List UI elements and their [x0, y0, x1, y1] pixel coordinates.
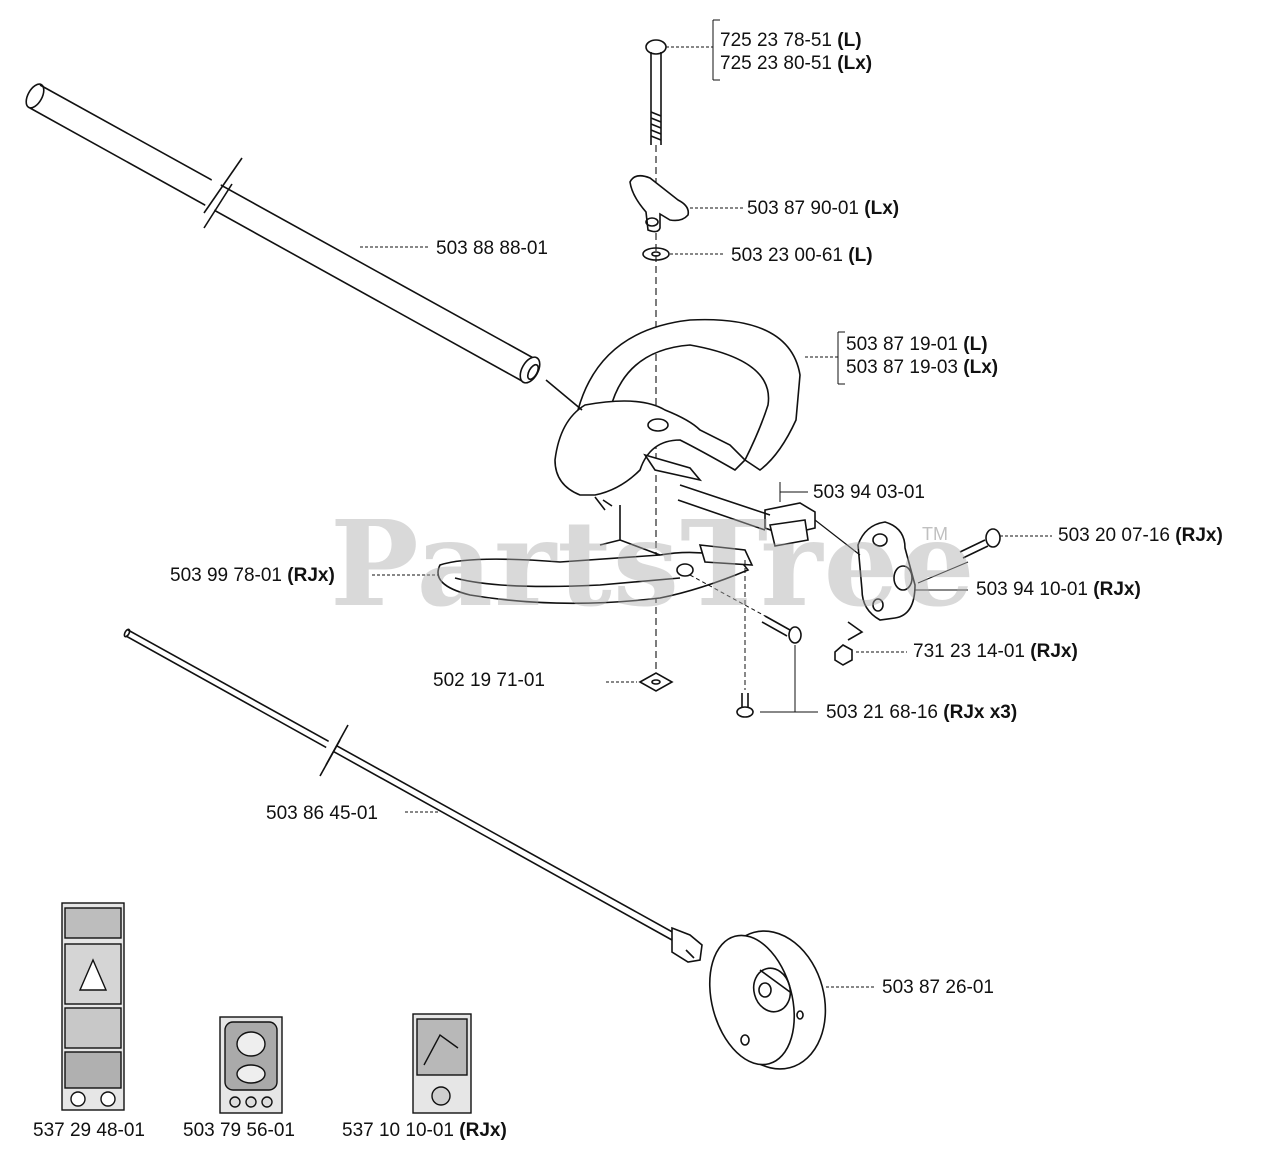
part-number: 503 87 26-01: [882, 977, 994, 998]
shaft-tube: [25, 83, 541, 384]
part-number: 503 86 45-01: [266, 803, 378, 824]
part-qualifier: (RJx): [1093, 579, 1141, 600]
part-number: 503 87 19-03: [846, 357, 958, 378]
part-label[interactable]: 503 94 03-01: [813, 482, 925, 504]
washer: [642, 247, 670, 261]
loop-handle: [545, 318, 801, 511]
decal-503-79-56-01: [219, 1016, 283, 1114]
part-number: 503 23 00-61: [731, 245, 843, 266]
part-number: 503 79 56-01: [183, 1120, 295, 1141]
part-qualifier: (RJx): [459, 1120, 507, 1141]
screw-small: [736, 693, 754, 718]
part-number: 503 87 19-01: [846, 334, 958, 355]
nut: [834, 621, 864, 666]
watermark-trademark: TM: [922, 524, 948, 544]
part-label[interactable]: 537 10 10-01 (RJx): [342, 1120, 507, 1142]
part-qualifier: (Lx): [837, 53, 873, 74]
part-qualifier: (RJx x3): [943, 702, 1018, 723]
part-number: 537 10 10-01: [342, 1120, 454, 1141]
part-label[interactable]: 503 87 26-01: [882, 977, 994, 999]
part-qualifier: (L): [848, 245, 873, 266]
part-number: 503 88 88-01: [436, 238, 548, 259]
part-label[interactable]: 503 79 56-01: [183, 1120, 295, 1142]
part-number: 503 20 07-16: [1058, 525, 1170, 546]
part-label[interactable]: 503 87 19-01 (L): [846, 334, 988, 356]
part-qualifier: (Lx): [864, 198, 900, 219]
square-nut: [638, 672, 674, 692]
part-number: 725 23 78-51: [720, 30, 832, 51]
part-label[interactable]: 503 94 10-01 (RJx): [976, 579, 1141, 601]
part-label[interactable]: 537 29 48-01: [33, 1120, 145, 1142]
part-number: 503 87 90-01: [747, 198, 859, 219]
part-number: 502 19 71-01: [433, 670, 545, 691]
part-label[interactable]: 725 23 80-51 (Lx): [720, 53, 872, 75]
part-label[interactable]: 502 19 71-01: [433, 670, 545, 692]
bracket: [814, 519, 916, 621]
part-label[interactable]: 503 86 45-01: [266, 803, 378, 825]
part-label[interactable]: 503 23 00-61 (L): [731, 245, 873, 267]
decal-537-10-10-01: [412, 1013, 472, 1114]
part-label[interactable]: 503 99 78-01 (RJx): [170, 565, 335, 587]
part-label[interactable]: 503 20 07-16 (RJx): [1058, 525, 1223, 547]
part-qualifier: (RJx): [287, 565, 335, 586]
knob: [629, 174, 690, 233]
watermark-text: PartsTree: [330, 494, 976, 633]
part-number: 503 99 78-01: [170, 565, 282, 586]
part-number: 503 94 03-01: [813, 482, 925, 503]
part-label[interactable]: 503 21 68-16 (RJx x3): [826, 702, 1017, 724]
part-number: 503 94 10-01: [976, 579, 1088, 600]
part-number: 537 29 48-01: [33, 1120, 145, 1141]
part-qualifier: (Lx): [963, 357, 999, 378]
drum: [708, 930, 827, 1070]
part-label[interactable]: 503 87 90-01 (Lx): [747, 198, 899, 220]
screw-long: [689, 574, 802, 644]
part-label[interactable]: 503 87 19-03 (Lx): [846, 357, 998, 379]
drive-shaft: [123, 628, 730, 974]
part-label[interactable]: 503 88 88-01: [436, 238, 548, 260]
decal-537-29-48-01: [61, 902, 125, 1111]
screw-right: [959, 528, 1001, 559]
part-qualifier: (RJx): [1175, 525, 1223, 546]
bolt: [645, 39, 667, 145]
part-qualifier: (L): [837, 30, 862, 51]
part-label[interactable]: 731 23 14-01 (RJx): [913, 641, 1078, 663]
part-label[interactable]: 725 23 78-51 (L): [720, 30, 862, 52]
part-number: 503 21 68-16: [826, 702, 938, 723]
clamp-block: [677, 484, 816, 547]
harness-loop: [437, 505, 754, 690]
part-number: 725 23 80-51: [720, 53, 832, 74]
part-qualifier: (L): [963, 334, 988, 355]
part-number: 731 23 14-01: [913, 641, 1025, 662]
leader-lines: [360, 19, 1052, 988]
part-qualifier: (RJx): [1030, 641, 1078, 662]
